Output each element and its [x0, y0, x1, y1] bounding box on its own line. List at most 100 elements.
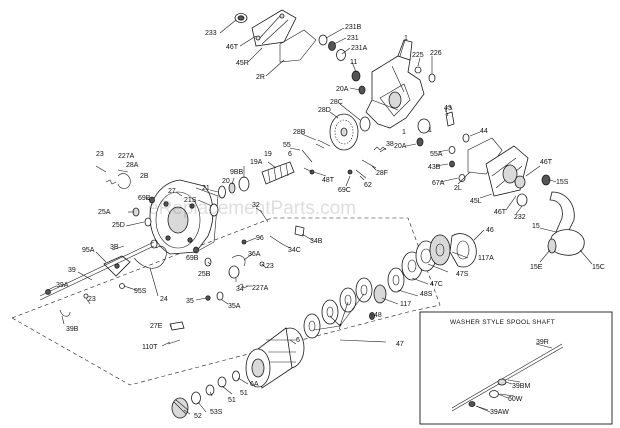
label-6-spool: 6 — [296, 337, 300, 344]
label-35: 35 — [186, 298, 194, 305]
label-39: 39 — [68, 267, 76, 274]
label-227a-low: 227A — [252, 285, 269, 292]
label-34b: 34B — [310, 238, 323, 245]
inset-box — [419, 311, 613, 425]
label-20a-top: 20A — [336, 86, 349, 93]
part-231b — [318, 34, 328, 46]
label-60w: 60W — [508, 396, 523, 403]
dashed-group-outline — [11, 217, 441, 386]
label-55: 55 — [283, 142, 291, 149]
label-48s: 48S — [420, 291, 433, 298]
label-55a: 55A — [430, 151, 443, 158]
label-95s: 95S — [134, 288, 147, 295]
part-1-handle-arm — [397, 39, 413, 61]
label-19a: 19A — [250, 159, 263, 166]
part-38-left — [150, 239, 158, 249]
spool-group — [171, 327, 305, 419]
anti-reverse-group — [95, 165, 131, 189]
label-51-a: 51 — [240, 390, 248, 397]
part-20a-right — [416, 137, 424, 147]
label-2l: 2L — [454, 185, 462, 192]
label-34: 34 — [236, 286, 244, 293]
part-67a — [458, 174, 466, 182]
label-233: 233 — [205, 30, 217, 37]
label-6-top: 6 — [288, 151, 292, 158]
label-2b: 2B — [140, 173, 149, 180]
part-28f — [361, 159, 377, 169]
label-28c: 28C — [330, 99, 343, 106]
label-21s: 21S — [184, 197, 197, 204]
part-19-pinion — [261, 161, 295, 185]
label-39r: 39R — [536, 339, 549, 346]
label-21: 21 — [202, 185, 210, 192]
pinion-group — [218, 161, 315, 199]
part-21s — [209, 203, 219, 217]
label-32: 32 — [252, 202, 260, 209]
washer-7-b — [321, 299, 339, 325]
part-231 — [328, 41, 336, 51]
label-117: 117 — [400, 301, 411, 308]
label-28f: 28F — [376, 170, 388, 177]
part-35a — [216, 291, 224, 301]
label-25a: 25A — [98, 209, 111, 216]
part-44 — [462, 133, 470, 143]
label-46: 46 — [486, 227, 494, 234]
right-side-group — [416, 106, 585, 256]
part-39-shaft — [39, 241, 155, 297]
part-39b — [59, 309, 71, 317]
label-117a: 117A — [478, 255, 494, 262]
label-47s: 47S — [456, 271, 469, 278]
part-34b — [294, 225, 305, 237]
part-11 — [351, 70, 361, 82]
label-45r: 45R — [236, 60, 249, 67]
part-46 — [449, 233, 477, 268]
part-25d — [144, 217, 152, 227]
label-47c: 47C — [430, 281, 443, 288]
label-39aw: 39AW — [490, 409, 509, 416]
watermark: eReplacementParts.com — [148, 198, 356, 219]
part-28b-pin — [315, 139, 331, 149]
part-95s — [119, 283, 125, 289]
label-231a: 231A — [351, 45, 368, 52]
part-15-handle-arm — [549, 191, 575, 237]
part-96 — [241, 239, 247, 245]
label-96: 96 — [256, 235, 264, 242]
part-2r-gasket — [279, 29, 317, 63]
part-6-pin — [301, 149, 313, 163]
top-cover-group — [234, 9, 361, 82]
label-15e: 15E — [530, 264, 543, 271]
part-225 — [414, 66, 422, 74]
left-side-group — [39, 241, 167, 317]
label-225: 225 — [412, 52, 424, 59]
label-19: 19 — [264, 151, 272, 158]
label-9bb: 9BB — [230, 169, 244, 176]
part-232 — [516, 193, 528, 207]
label-23-top: 23 — [96, 151, 104, 158]
label-23-mid: 23 — [266, 263, 274, 270]
washer-7-a — [303, 313, 321, 339]
part-9-bearing — [417, 118, 431, 134]
label-20: 20 — [222, 178, 230, 185]
part-227a-low — [237, 283, 249, 289]
part-226 — [428, 73, 436, 83]
label-28b: 28B — [293, 129, 306, 136]
part-35 — [205, 295, 211, 301]
part-48s — [387, 267, 405, 293]
part-38-spring — [373, 146, 387, 151]
inset-part-60w — [489, 390, 499, 398]
part-227a-top — [105, 179, 117, 185]
label-46t-right: 46T — [540, 159, 553, 166]
part-27e — [169, 321, 185, 331]
label-39bm: 39BM — [512, 383, 530, 390]
inset-shaft-39r — [451, 343, 563, 409]
part-69b-low — [193, 246, 199, 254]
label-27e: 27E — [150, 323, 163, 330]
label-36a: 36A — [248, 251, 261, 258]
leader-lines — [47, 19, 593, 415]
label-28d: 28D — [318, 107, 331, 114]
washer-7-d — [355, 277, 373, 303]
label-34c: 34C — [288, 247, 301, 254]
label-53s: 53S — [210, 409, 223, 416]
drag-washer-stack — [303, 233, 477, 339]
label-69c: 69C — [338, 187, 351, 194]
